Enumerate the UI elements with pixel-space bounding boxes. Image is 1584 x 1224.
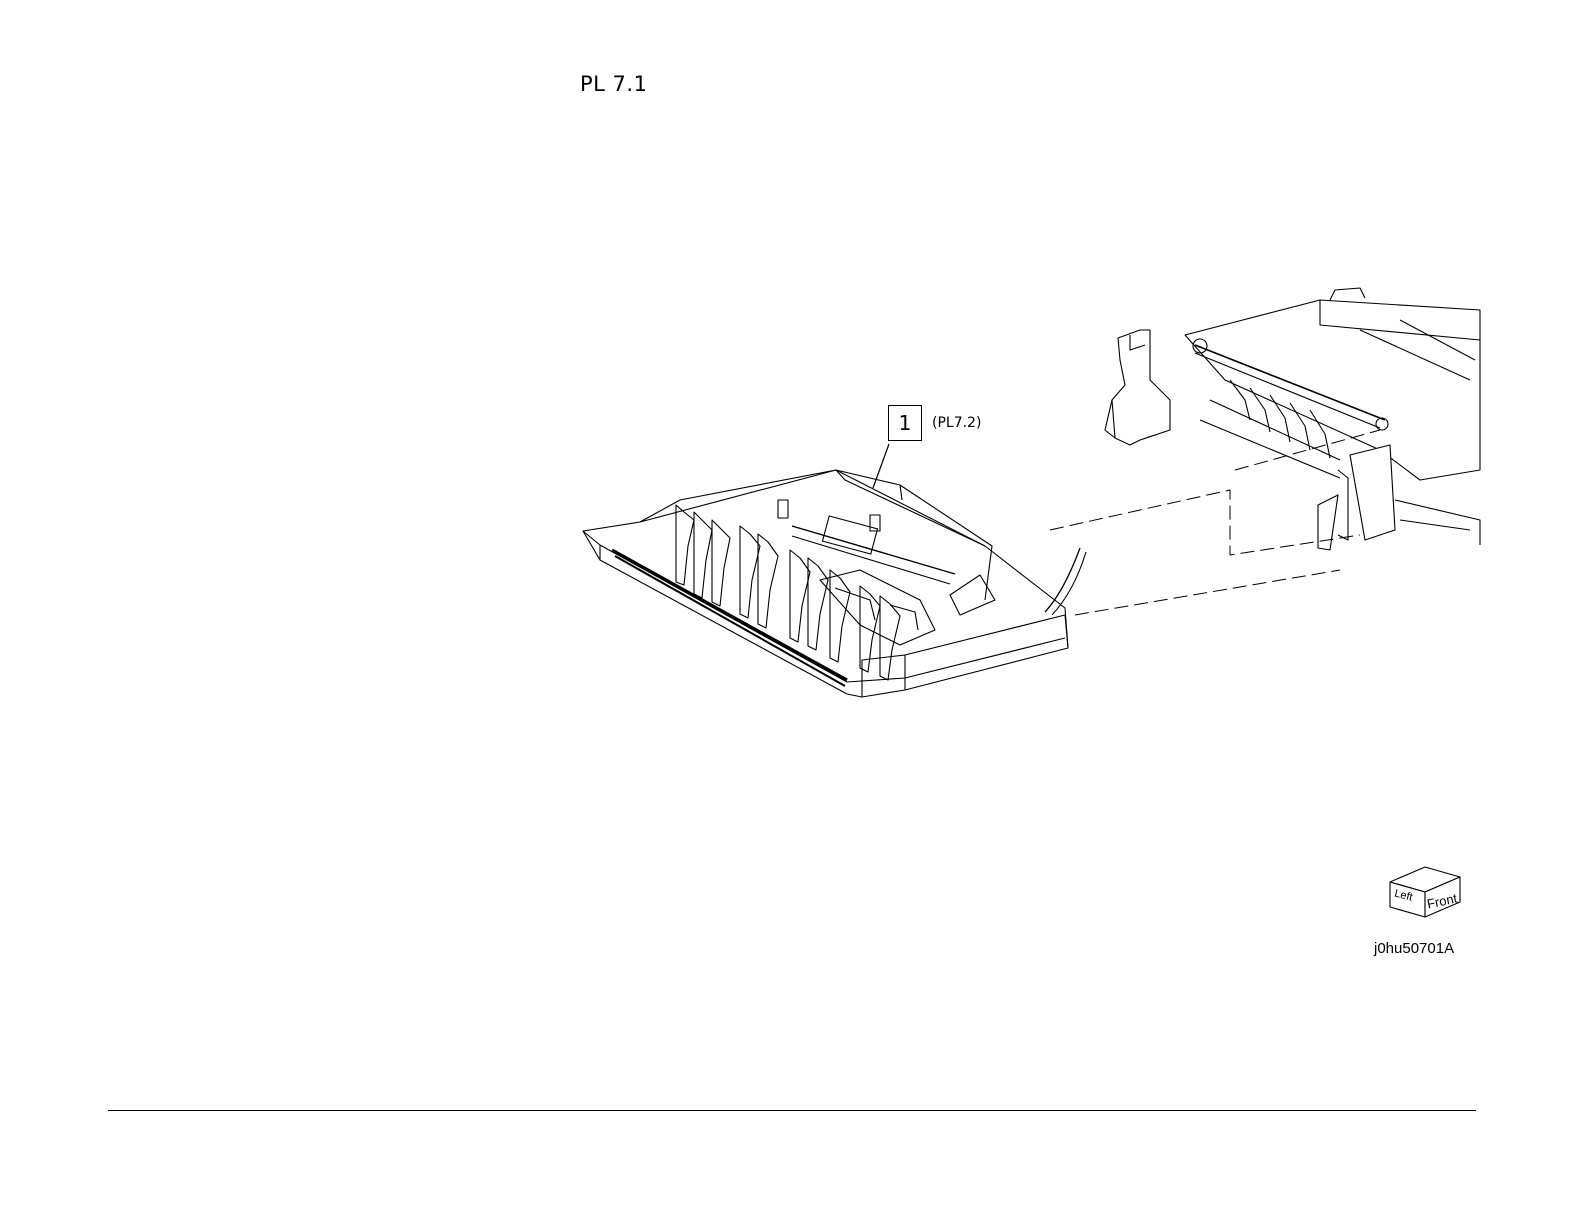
callout-number-box: 1 [888, 405, 922, 441]
frame-assembly [1045, 288, 1480, 615]
figure-id: j0hu50701A [1374, 940, 1454, 957]
footer-divider [108, 1110, 1476, 1111]
callout-reference: (PL7.2) [932, 415, 981, 431]
exit-cover-assembly [583, 444, 1068, 697]
orientation-cube-icon: Left Front [1385, 862, 1465, 927]
